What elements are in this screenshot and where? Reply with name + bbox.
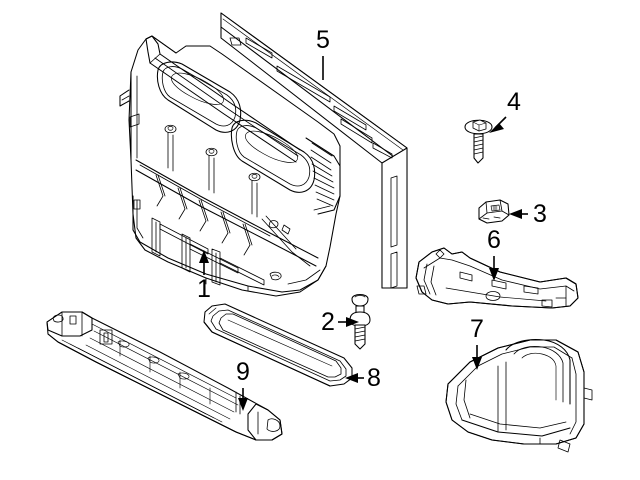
- part-7-lower-air-duct-housing[interactable]: [445, 339, 593, 453]
- callout-6-leader: [489, 256, 499, 281]
- support-gusset-braces: [155, 174, 253, 256]
- callout-leaders: [199, 56, 528, 411]
- callout-label-5[interactable]: 5: [316, 26, 330, 54]
- part-1-radiator-support-panel[interactable]: [119, 35, 341, 297]
- callout-label-1[interactable]: 1: [197, 275, 211, 303]
- callout-8-leader: [345, 373, 364, 383]
- support-ribs-upper: [164, 124, 261, 218]
- callout-7-leader: [472, 345, 482, 370]
- part-9-lower-splash-shield[interactable]: [46, 311, 283, 441]
- part-2-round-head-rivet-screw[interactable]: [349, 293, 371, 350]
- callout-label-8[interactable]: 8: [367, 364, 381, 392]
- callout-4-leader: [489, 116, 507, 133]
- part-5-front-bulkhead-panel[interactable]: [220, 12, 408, 289]
- callout-label-4[interactable]: 4: [507, 88, 521, 116]
- callout-label-9[interactable]: 9: [236, 358, 250, 386]
- callout-label-6[interactable]: 6: [487, 226, 501, 254]
- callout-3-leader: [509, 209, 528, 219]
- callout-label-7[interactable]: 7: [470, 315, 484, 343]
- callout-label-3[interactable]: 3: [533, 200, 547, 228]
- part-4-hex-head-flange-bolt[interactable]: [464, 119, 493, 164]
- callout-1-leader: [199, 250, 209, 275]
- callout-2-leader: [338, 317, 359, 327]
- part-3-spring-clip-nut[interactable]: [478, 199, 510, 224]
- callout-9-leader: [238, 388, 248, 411]
- part-6-upper-air-duct[interactable]: [415, 247, 579, 309]
- callout-label-2[interactable]: 2: [321, 308, 335, 336]
- callout-numbers: 1 2 3 4 5 6 7 8 9: [197, 26, 547, 392]
